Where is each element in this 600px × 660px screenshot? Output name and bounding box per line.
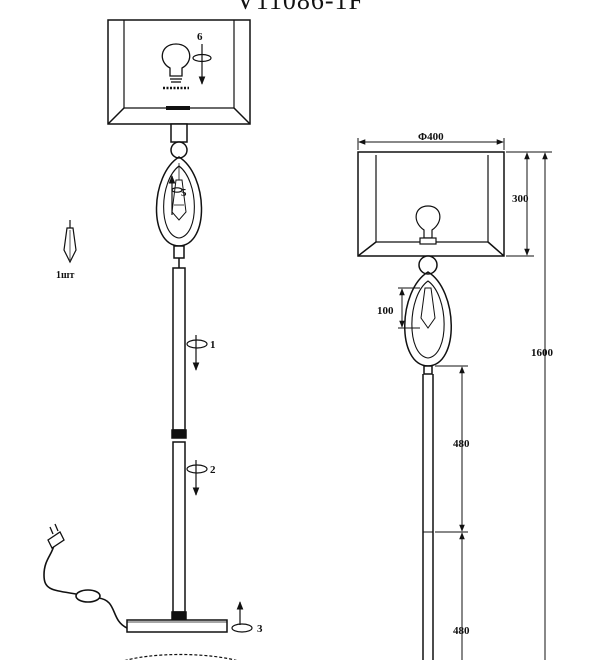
rotate-arrow-icon-2 (186, 460, 208, 496)
oval-frame-right (404, 271, 452, 367)
power-cord (43, 523, 128, 629)
crystal-pendant-icon (63, 220, 77, 264)
step-label-3: 3 (257, 623, 263, 635)
dimension-view (357, 151, 505, 660)
model-title: V11086-1F (236, 0, 364, 15)
exploded-view (43, 19, 253, 660)
total-height-label: 1600 (531, 347, 554, 359)
step-label-6: 6 (197, 31, 203, 43)
dimension-lines (357, 138, 552, 660)
pendant-height-label: 100 (377, 305, 394, 317)
plug-icon (47, 523, 65, 549)
lower-tube (171, 441, 187, 621)
bulb-icon (161, 43, 191, 90)
pendant-count-label: 1шт (56, 270, 74, 281)
tube-upper-label: 480 (453, 438, 470, 450)
step-label-5: 5 (181, 187, 187, 199)
socket-left (170, 123, 188, 159)
rotate-arrow-icon-1 (186, 335, 208, 371)
step-label-1: 1 (210, 339, 216, 351)
shade-height-label: 300 (512, 193, 529, 205)
bulb-right-icon (415, 205, 441, 245)
shade-diameter-label: Φ400 (418, 131, 444, 143)
step-label-2: 2 (210, 464, 216, 476)
oval-frame-left (155, 156, 203, 247)
up-arrow-icon-5 (168, 175, 183, 215)
rotate-arrow-icon-6 (192, 44, 212, 85)
upper-tube (171, 267, 187, 439)
rotate-arrow-icon-3 (231, 601, 253, 633)
tube-lower-label: 480 (453, 625, 470, 637)
socket-right (418, 255, 438, 275)
base-left (124, 619, 237, 660)
cord-switch (75, 589, 101, 603)
stem-tube-right (422, 374, 434, 660)
